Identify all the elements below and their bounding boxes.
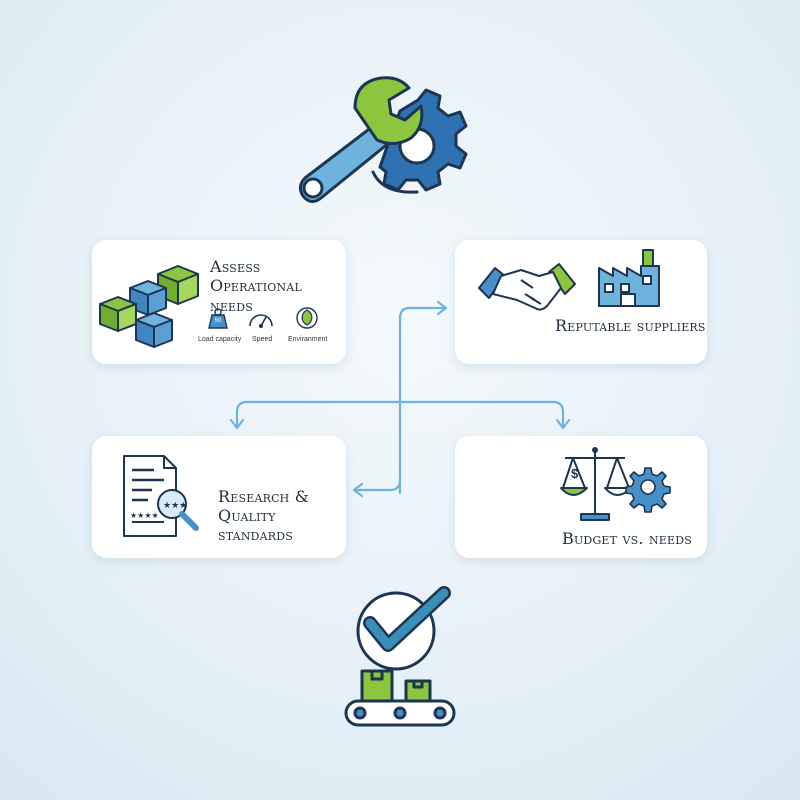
factory-icon xyxy=(598,249,660,307)
indicator-speed: Speed xyxy=(252,336,273,343)
research-title-line1: Research & xyxy=(218,487,310,506)
step-card-assess: Assess Operational needs 50 Load capacit… xyxy=(92,240,346,364)
research-title-line2: Quality xyxy=(218,506,276,525)
indicator-load-capacity: Load capacity xyxy=(198,336,242,343)
weight-icon xyxy=(208,308,228,329)
step-card-research: ★★★ ★★★★ Research & Quality standards xyxy=(92,436,346,558)
step-card-suppliers: Reputable suppliers xyxy=(455,240,707,364)
cubes-icon xyxy=(99,265,199,348)
arrow-to-research xyxy=(352,478,402,492)
svg-text:★★★★: ★★★★ xyxy=(130,511,159,520)
svg-text:★★★: ★★★ xyxy=(163,501,187,511)
arrow-to-suppliers xyxy=(398,306,448,495)
weight-icon-value: 50 xyxy=(214,318,222,324)
step-card-budget: $ Budget vs. needs xyxy=(455,436,707,558)
arrow-branch xyxy=(235,400,565,428)
assess-title-line1: Assess xyxy=(210,257,261,276)
checkmark-conveyor-icon xyxy=(344,586,456,727)
wrench-gear-icon xyxy=(298,76,468,203)
scale-icon xyxy=(560,447,632,521)
handshake-icon xyxy=(478,263,576,311)
gear-icon xyxy=(625,467,671,513)
indicator-environment: Enviranment xyxy=(288,336,328,343)
leaf-icon xyxy=(296,307,318,329)
assess-title-line2: Operational needs xyxy=(210,276,302,315)
suppliers-title: Reputable suppliers xyxy=(555,316,706,335)
currency-symbol: $ xyxy=(571,466,579,481)
budget-title: Budget vs. needs xyxy=(562,529,692,548)
document-search-icon: ★★★ ★★★★ xyxy=(123,455,199,537)
speedometer-icon xyxy=(249,314,273,328)
research-title-line3: standards xyxy=(218,525,294,544)
